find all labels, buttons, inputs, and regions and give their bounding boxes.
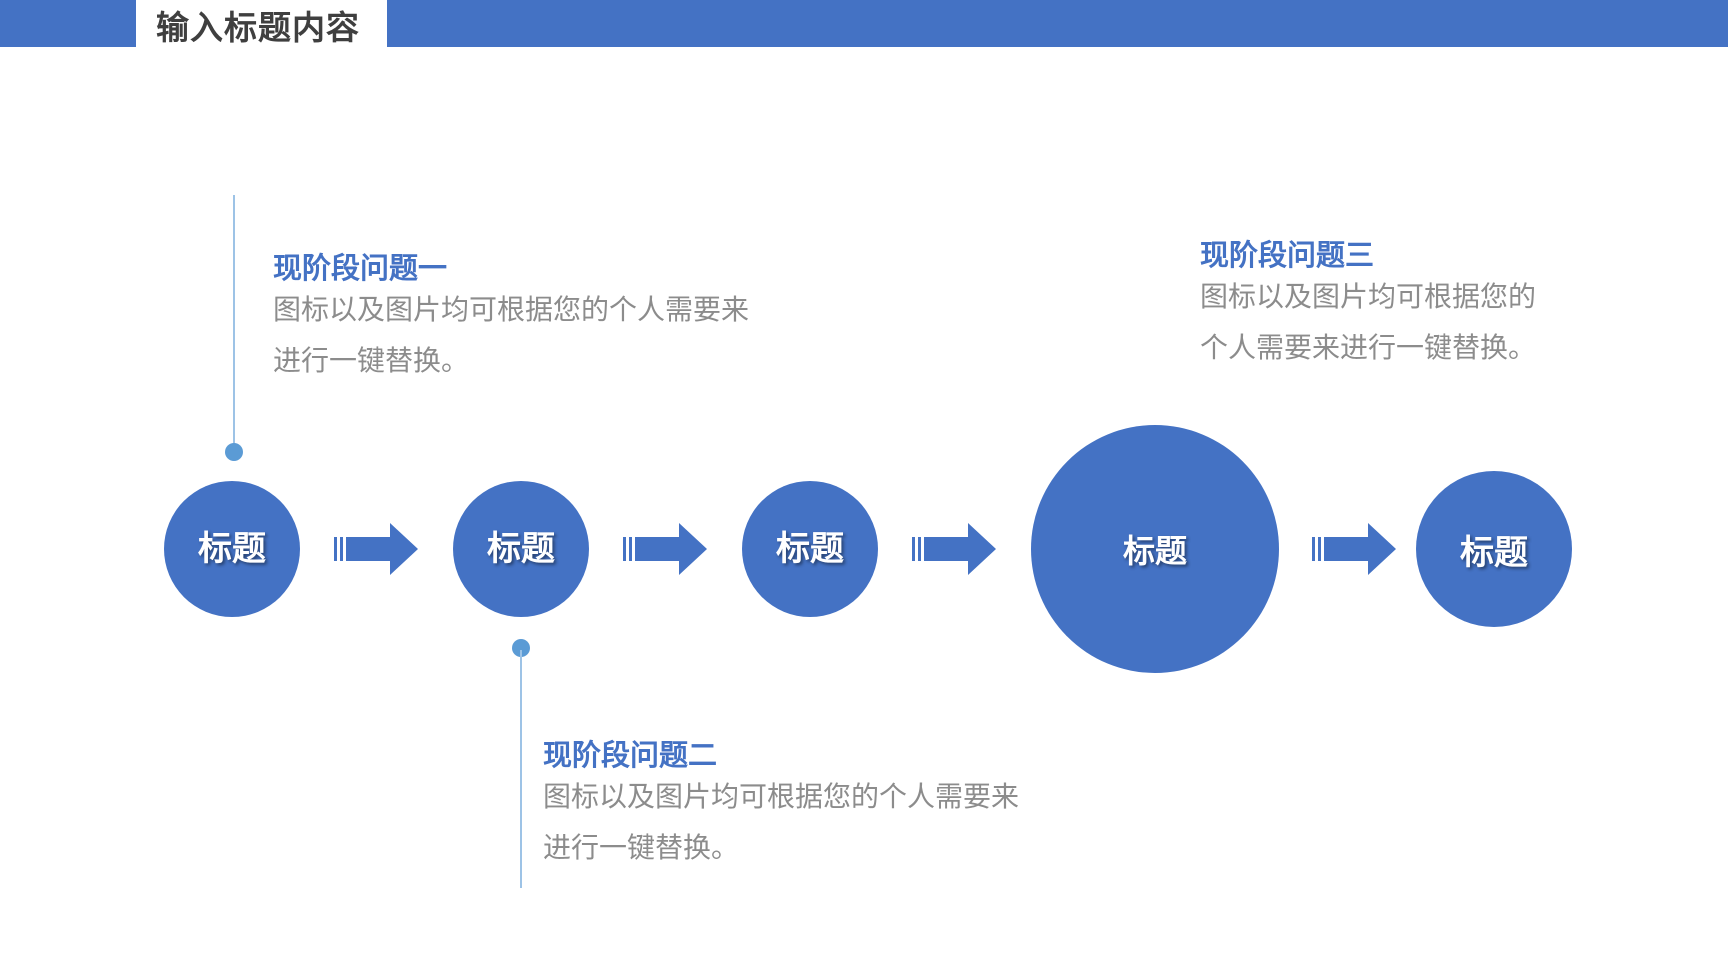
note-body-3: 图标以及图片均可根据您的个人需要来进行一键替换。	[1200, 280, 1537, 364]
arrow-right-icon	[334, 523, 418, 575]
process-step-5: 标题	[1416, 471, 1572, 627]
arrow-right-icon	[1312, 523, 1396, 575]
arrow-right-icon	[623, 523, 707, 575]
process-step-3: 标题	[742, 481, 878, 617]
process-step-1: 标题	[164, 481, 300, 617]
note-heading-3: 现阶段问题三	[1200, 238, 1375, 272]
process-step-4: 标题	[1031, 425, 1279, 673]
note-connector-2	[520, 650, 522, 888]
arrow-right-icon	[912, 523, 996, 575]
note-heading-1: 现阶段问题一	[273, 251, 448, 285]
process-step-2: 标题	[453, 481, 589, 617]
page-title: 输入标题内容	[156, 8, 360, 47]
note-heading-2: 现阶段问题二	[543, 738, 718, 772]
note-connector-1	[233, 195, 235, 451]
header-bar-right	[387, 0, 1728, 47]
note-body-2: 图标以及图片均可根据您的个人需要来进行一键替换。	[543, 780, 1020, 864]
note-dot-1	[225, 443, 243, 461]
note-dot-2	[512, 639, 530, 657]
header-bar-left	[0, 0, 136, 47]
note-body-1: 图标以及图片均可根据您的个人需要来进行一键替换。	[273, 293, 750, 377]
